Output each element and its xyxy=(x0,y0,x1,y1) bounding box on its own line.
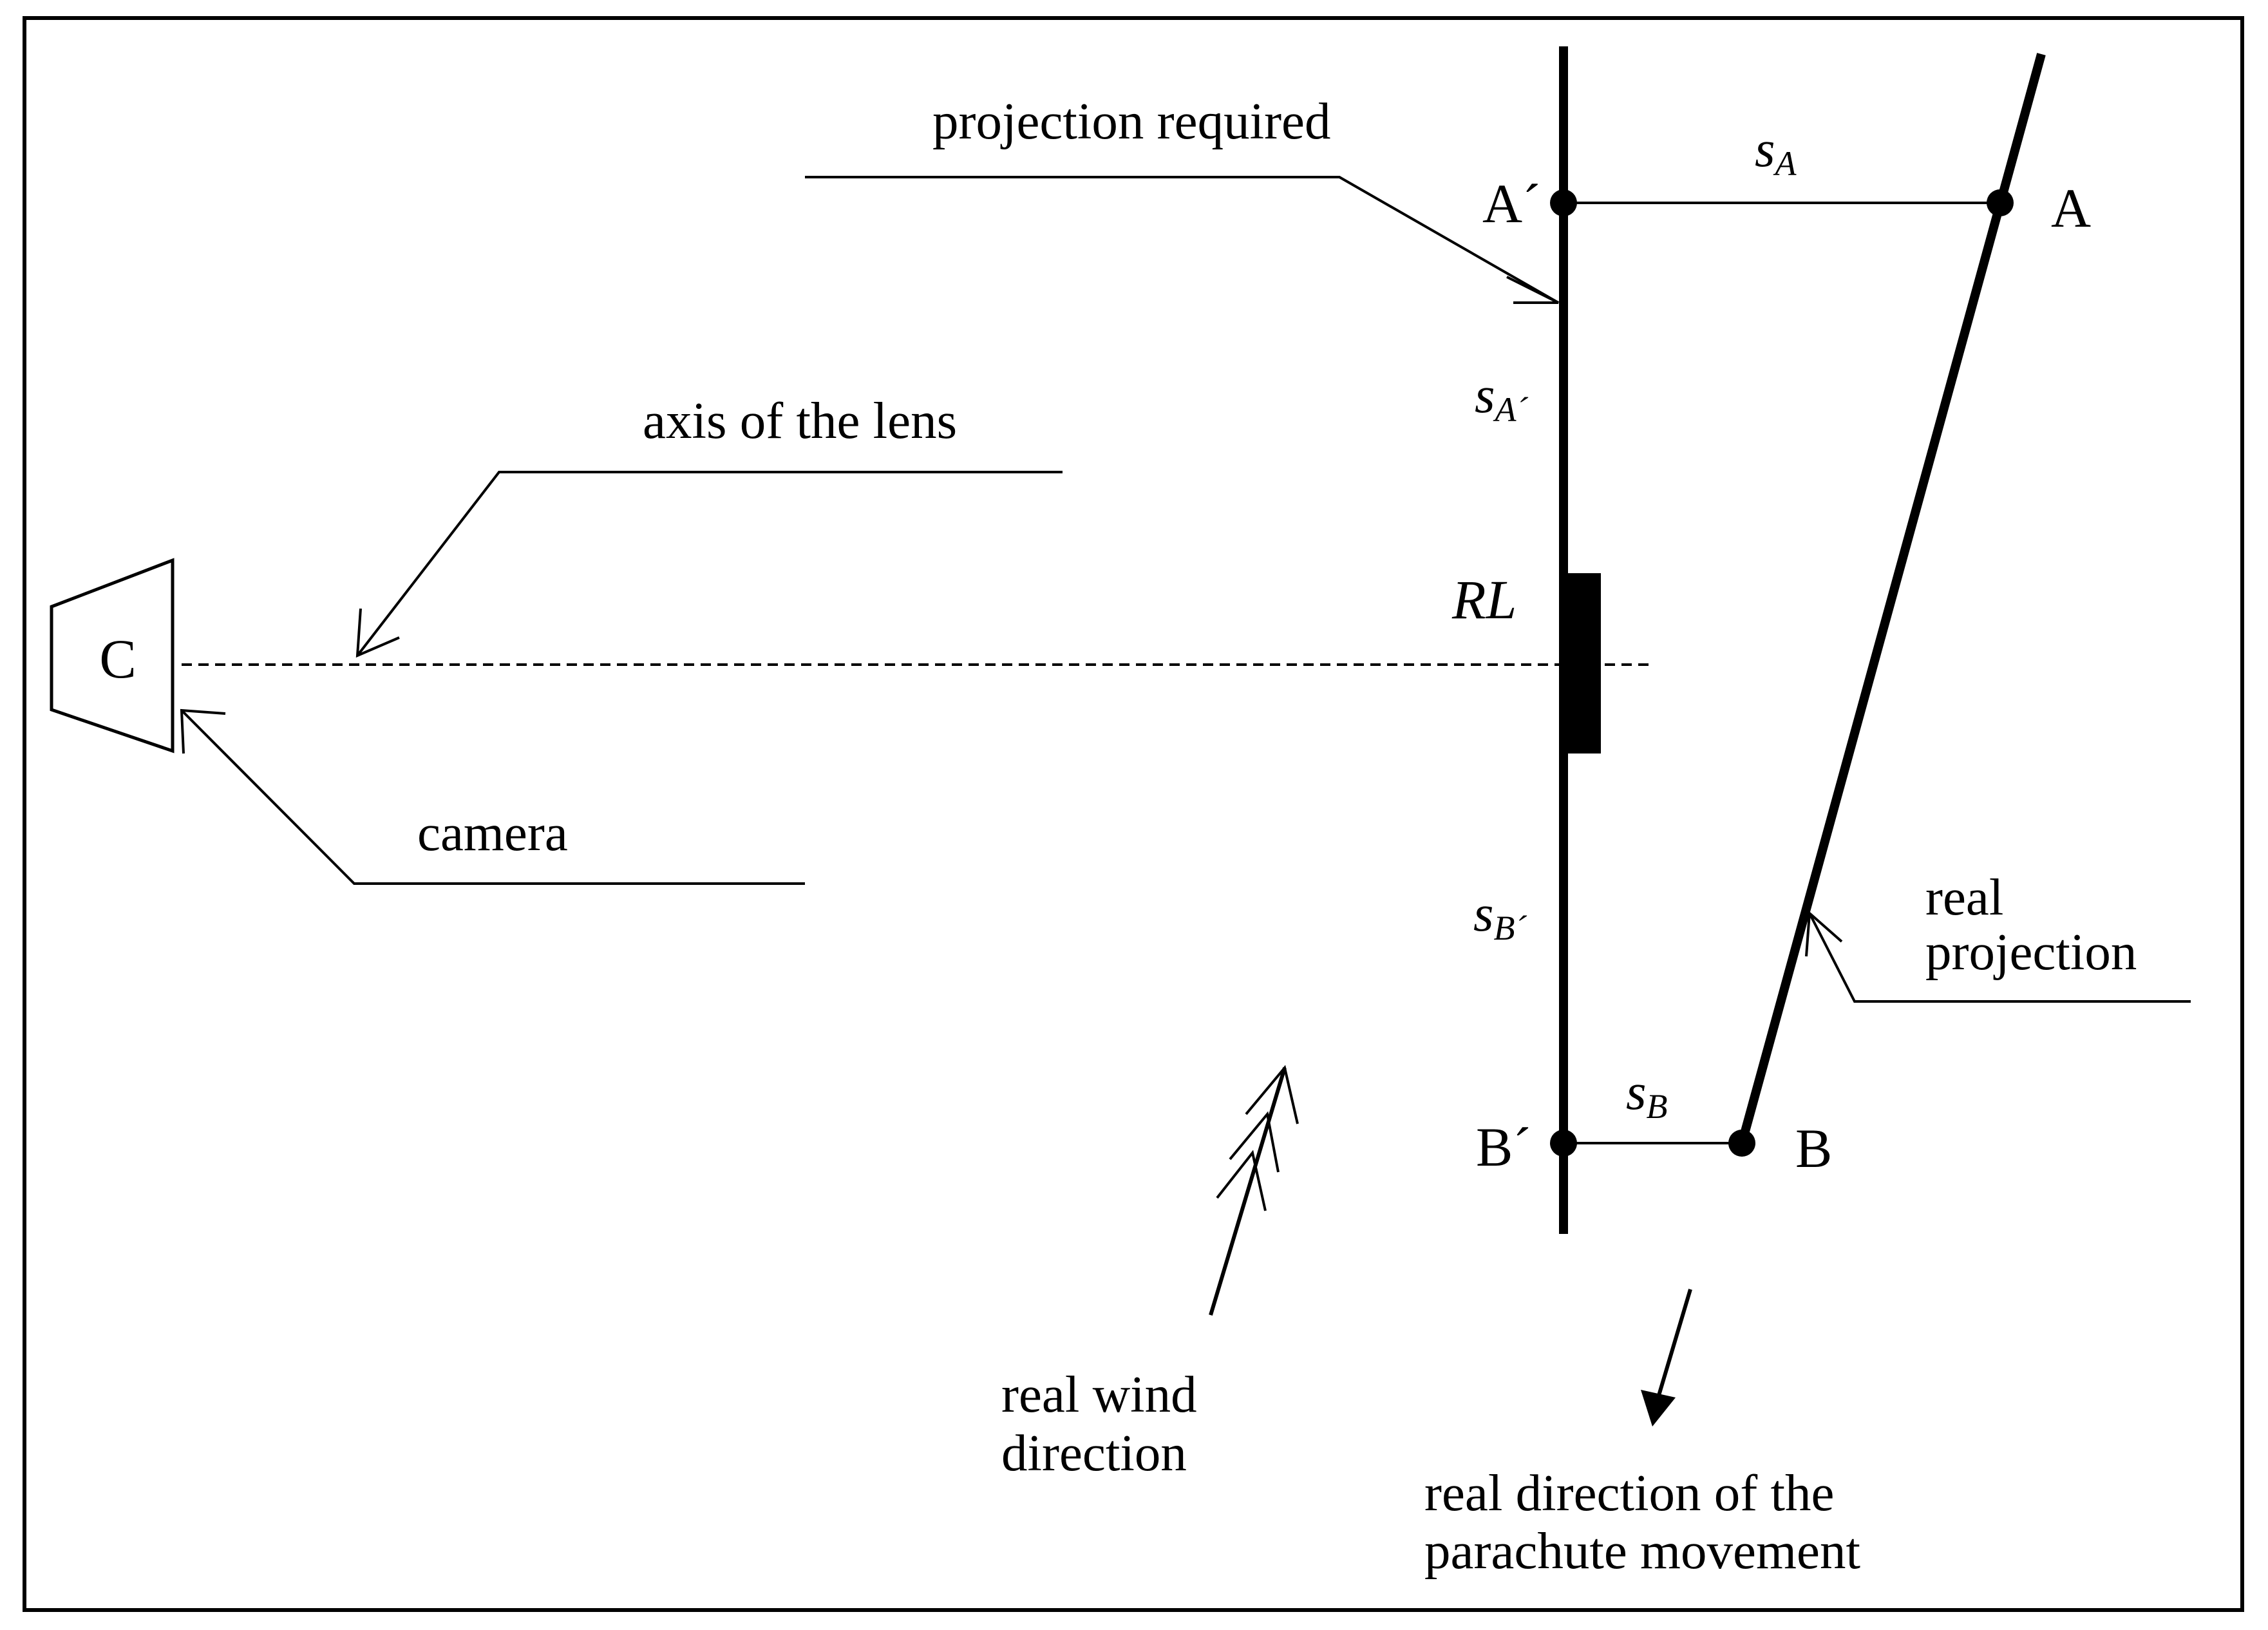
point-b-label: B xyxy=(1795,1117,1832,1179)
real-projection-label-line1: real xyxy=(1925,868,2003,926)
s-a-prime-label: sA´ xyxy=(1475,366,1529,429)
wind-direction-arrow: real wind direction xyxy=(1001,1065,1299,1482)
axis-of-lens-label: axis of the lens xyxy=(643,392,957,450)
projection-required-callout: projection required xyxy=(805,92,1559,304)
camera-shape xyxy=(50,558,175,753)
wind-label-line1: real wind xyxy=(1001,1365,1197,1423)
s-b-prime-label: sB´ xyxy=(1473,884,1527,947)
projection-required-label: projection required xyxy=(932,92,1331,150)
point-a-dot xyxy=(1987,189,2014,216)
wind-label-line2: direction xyxy=(1001,1424,1187,1482)
movement-label-line1: real direction of the xyxy=(1424,1464,1834,1522)
point-a-label: A xyxy=(2051,177,2091,239)
point-a-prime-label: A´ xyxy=(1482,173,1541,234)
camera-symbol: C xyxy=(99,628,136,690)
real-projection-line xyxy=(1737,53,2046,1144)
real-projection-label-line2: projection xyxy=(1925,923,2137,981)
real-projection-callout: real projection xyxy=(1805,868,2191,1003)
point-a-prime-dot xyxy=(1550,189,1577,216)
rl-label: RL xyxy=(1451,569,1517,630)
camera-callout: camera xyxy=(180,708,805,885)
s-b-label: sB xyxy=(1626,1063,1668,1126)
point-b-prime-label: B´ xyxy=(1476,1116,1531,1178)
point-b-dot xyxy=(1728,1130,1755,1157)
parachute-movement-arrow: real direction of the parachute movement xyxy=(1424,1289,1860,1580)
figure-frame xyxy=(23,16,2244,1612)
point-b-prime-dot xyxy=(1550,1130,1577,1157)
camera-label: camera xyxy=(417,804,568,862)
s-a-label: sA xyxy=(1755,120,1797,183)
rl-element xyxy=(1564,573,1601,753)
axis-of-lens-callout: axis of the lens xyxy=(355,392,1063,658)
movement-label-line2: parachute movement xyxy=(1424,1522,1860,1580)
